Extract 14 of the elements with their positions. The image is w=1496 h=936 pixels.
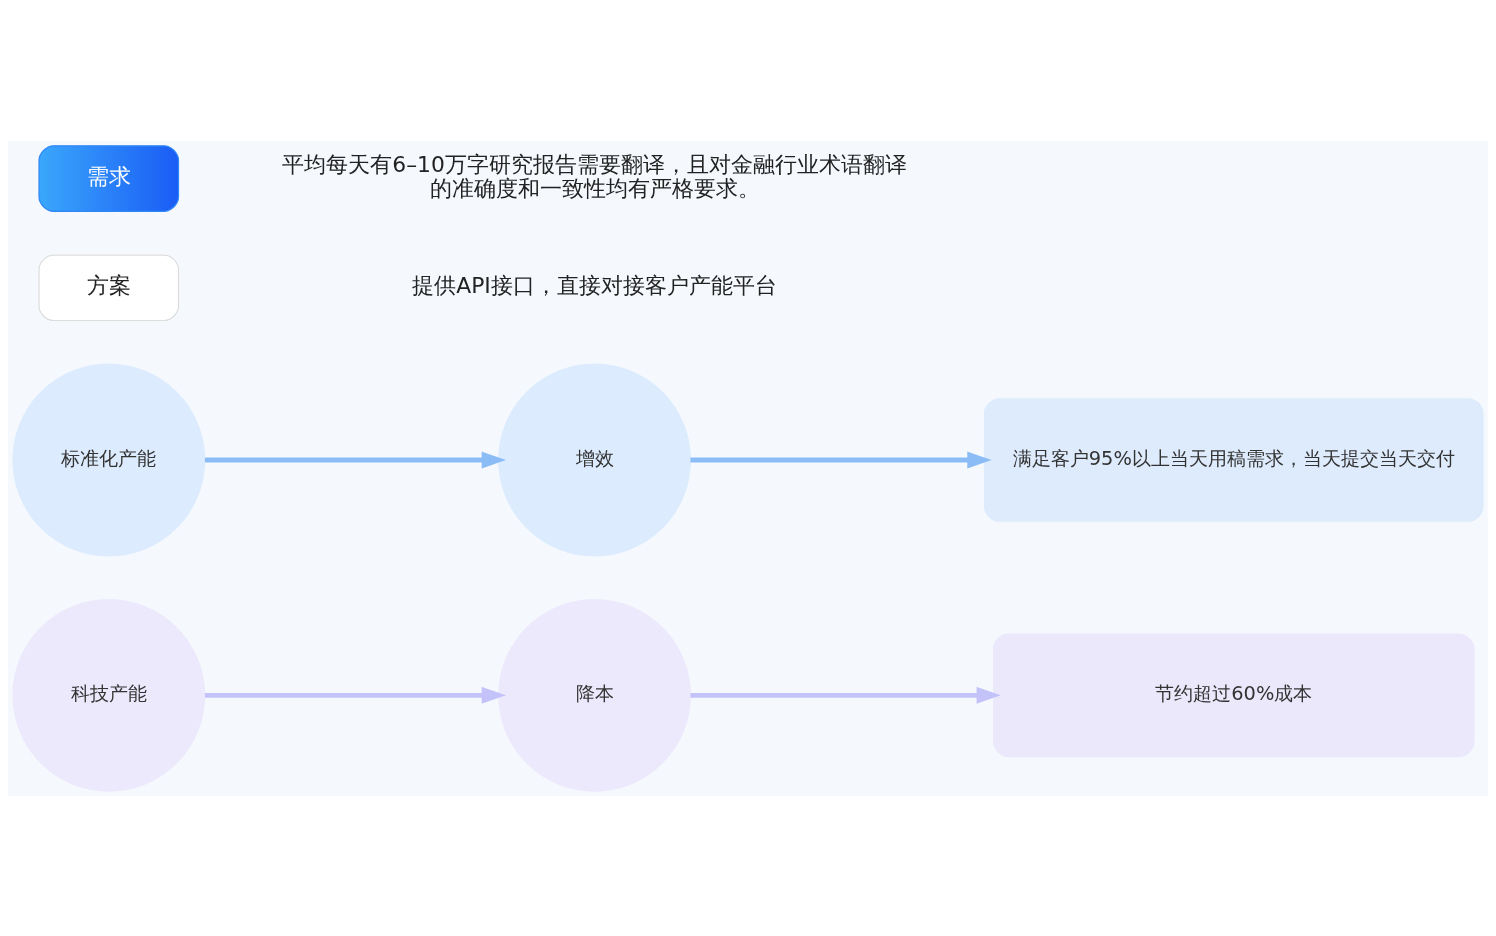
node-circle: 降本 xyxy=(498,598,691,792)
label: 提供API接口，直接对接客户产能平台 xyxy=(412,272,777,298)
node-box: 节约超过60%成本 xyxy=(993,632,1475,757)
node-box: 满足客户95%以上当天用稿需求，当天提交当天交付 xyxy=(983,397,1484,522)
label: 平均每天有6–10万字研究报告需要翻译，且对金融行业术语翻译的准确度和一致性均有严格要求。 xyxy=(282,151,907,201)
node-circle: 科技产能 xyxy=(12,598,206,792)
node-box: 需求 xyxy=(38,144,180,212)
arrow xyxy=(204,451,506,468)
arrow xyxy=(690,686,1001,704)
arrow xyxy=(690,451,992,468)
node-box: 方案 xyxy=(38,253,180,321)
arrow xyxy=(204,686,506,704)
node-circle: 标准化产能 xyxy=(12,363,206,556)
node-circle: 增效 xyxy=(498,363,691,556)
